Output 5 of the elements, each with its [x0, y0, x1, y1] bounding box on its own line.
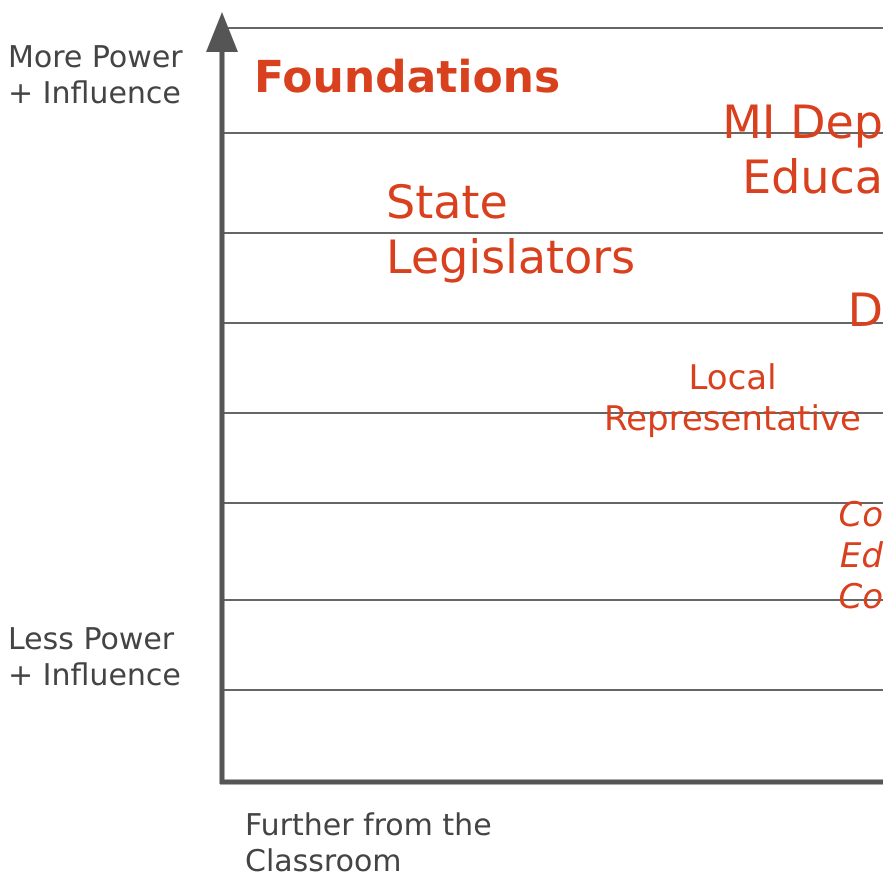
- heading: Foundations: [254, 52, 560, 105]
- axis-label: More Power + Influence: [8, 40, 184, 112]
- axis-label: Less Power + Influence: [8, 622, 182, 694]
- stakeholder-label: State Legislators: [386, 175, 636, 286]
- axis-label: Further from the Classroom: [245, 808, 493, 880]
